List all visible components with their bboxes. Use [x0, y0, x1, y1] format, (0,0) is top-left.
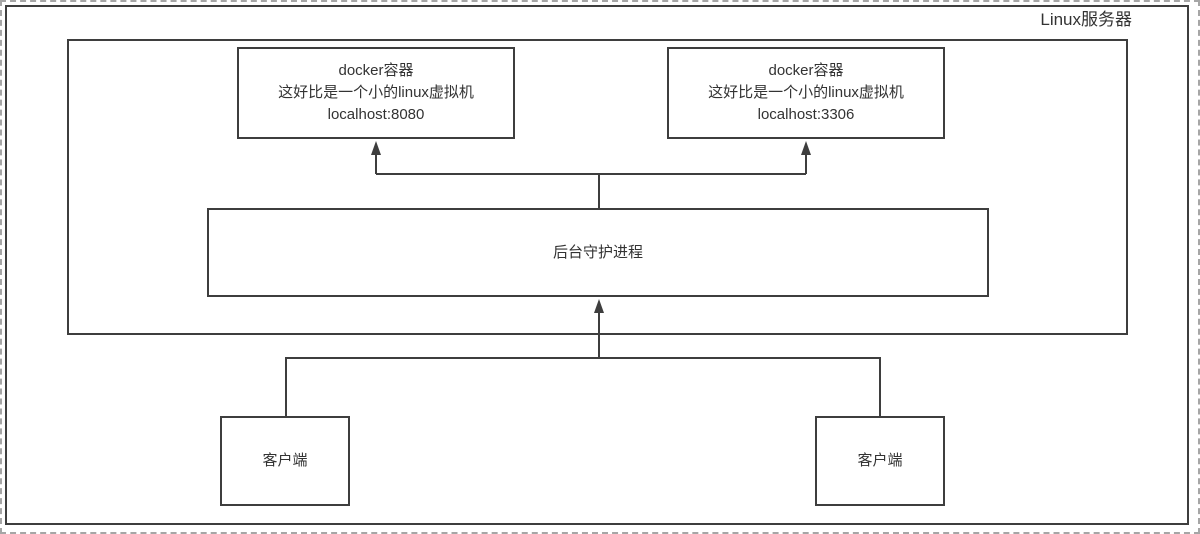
docker-container-description: 这好比是一个小的linux虚拟机 — [278, 84, 474, 101]
docker-container-description: 这好比是一个小的linux虚拟机 — [708, 84, 904, 101]
docker-container-box-8080: docker容器 这好比是一个小的linux虚拟机 localhost:8080 — [237, 47, 515, 139]
daemon-box: 后台守护进程 — [207, 208, 989, 297]
docker-container-title: docker容器 — [768, 62, 844, 79]
docker-container-title: docker容器 — [338, 62, 414, 79]
daemon-label: 后台守护进程 — [552, 243, 643, 261]
client-box-right: 客户端 — [815, 416, 945, 506]
linux-server-label: Linux服务器 — [1040, 10, 1132, 29]
docker-container-box-3306: docker容器 这好比是一个小的linux虚拟机 localhost:3306 — [667, 47, 945, 139]
client-box-left: 客户端 — [220, 416, 350, 506]
docker-container-address: localhost:3306 — [757, 106, 855, 123]
docker-container-address: localhost:8080 — [327, 106, 425, 123]
client-label: 客户端 — [262, 452, 308, 469]
client-label: 客户端 — [857, 452, 903, 469]
